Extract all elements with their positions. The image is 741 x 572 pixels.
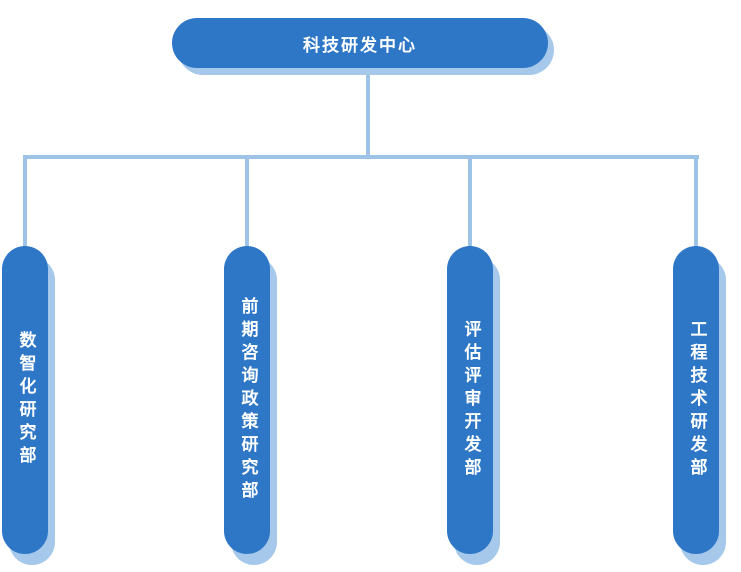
org-node-branch-4-label: 工程技术研发部	[686, 319, 707, 481]
org-node-branch-1: 数智化研究部	[2, 246, 48, 554]
org-node-branch-3: 评估评审开发部	[447, 246, 493, 554]
branch-drop-line-2	[245, 155, 249, 247]
branch-drop-line-4	[694, 155, 698, 247]
org-node-branch-4: 工程技术研发部	[673, 246, 719, 554]
root-stem-line	[366, 74, 370, 157]
branch-drop-line-3	[468, 155, 472, 247]
org-node-root: 科技研发中心	[172, 18, 548, 68]
org-node-branch-1-label: 数智化研究部	[15, 331, 36, 469]
org-node-branch-2: 前期咨询政策研究部	[224, 246, 270, 554]
branch-horizontal-line	[23, 155, 699, 159]
org-node-root-label: 科技研发中心	[303, 35, 417, 56]
org-node-branch-3-label: 评估评审开发部	[460, 319, 481, 481]
branch-drop-line-1	[23, 155, 27, 247]
org-node-branch-2-label: 前期咨询政策研究部	[237, 296, 258, 504]
